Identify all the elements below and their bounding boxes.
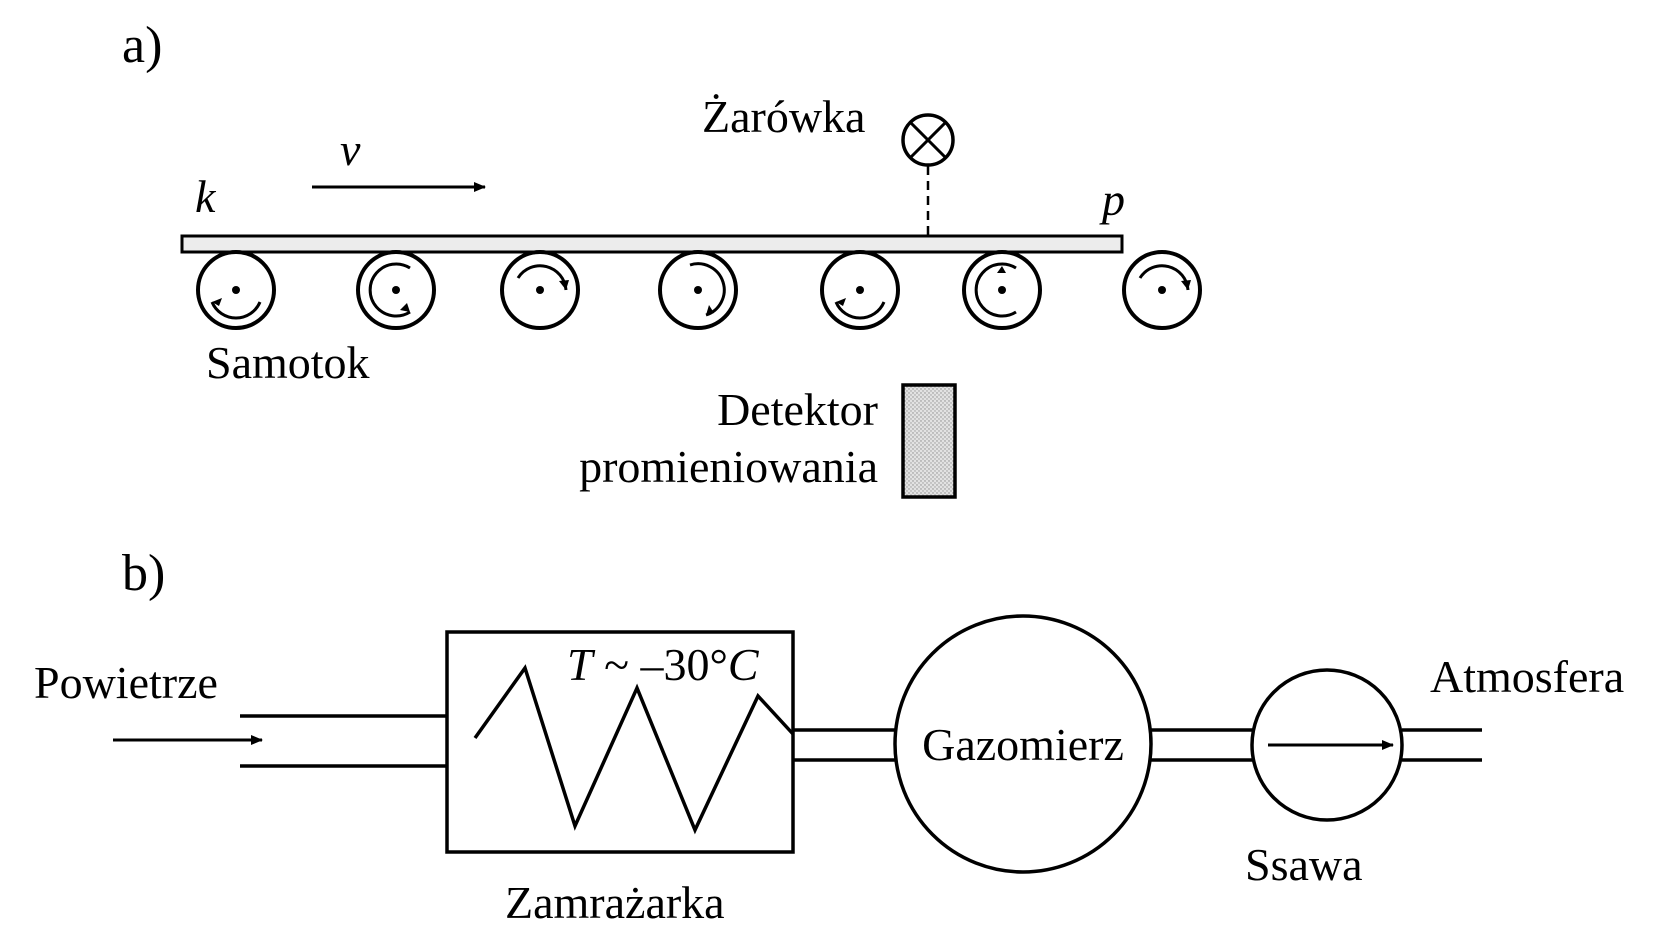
velocity-label: v [340, 124, 361, 175]
roller [820, 250, 900, 330]
roller [196, 250, 276, 330]
roller [1122, 250, 1202, 330]
radiation-detector [901, 383, 957, 499]
roller [356, 250, 436, 330]
freezer-label: Zamrażarka [505, 877, 725, 928]
cooling-coil [473, 664, 795, 835]
temperature-symbol: T [567, 639, 596, 690]
roller [962, 250, 1042, 330]
temperature-value: ~ –30° [593, 639, 728, 690]
inlet-pipe [240, 714, 447, 768]
outlet-label: Atmosfera [1430, 651, 1624, 702]
panel-b-label: b) [122, 545, 165, 602]
outlet-pipe [1402, 728, 1482, 762]
temperature-unit: C [728, 639, 760, 690]
detector-label-line1: Detektor [717, 384, 878, 435]
freezer-temperature: T ~ –30°C [567, 639, 760, 690]
inlet-label: Powietrze [34, 657, 218, 708]
freezer-box [445, 630, 795, 854]
conveyor-plate [180, 234, 1124, 254]
end-p-label: p [1099, 174, 1125, 225]
conveyor-label: Samotok [206, 337, 370, 388]
pump-label: Ssawa [1245, 839, 1363, 890]
gas-meter [893, 614, 1153, 874]
suction-pump [1250, 668, 1404, 822]
roller [500, 250, 580, 330]
detector-label-line2: promieniowania [579, 441, 878, 492]
roller [658, 250, 738, 330]
pipe-meter-to-pump [1151, 728, 1254, 762]
gas-meter-label: Gazomierz [922, 719, 1124, 770]
panel-a: a) v k p Żarówka [122, 17, 1202, 499]
bulb-icon [901, 113, 955, 167]
end-k-label: k [195, 171, 217, 222]
bulb-label: Żarówka [702, 91, 865, 142]
panel-a-label: a) [122, 17, 162, 74]
panel-b: b) Powietrze T ~ –30°C Zamrażarka Gazomi… [34, 545, 1624, 928]
pipe-freezer-to-meter [793, 728, 896, 762]
